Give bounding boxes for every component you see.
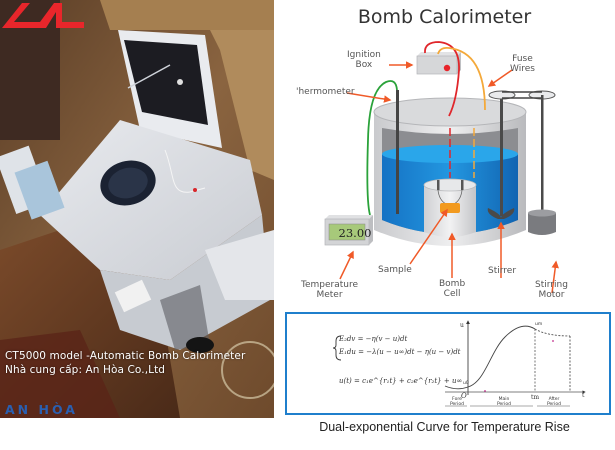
bomb-cell-top [423, 178, 477, 192]
equation-3: u(t) = c₁e^{r₁t} + c₂e^{r₂t} + u∞ [339, 377, 463, 385]
main-period-label: Main Period [492, 397, 516, 407]
green-thermometer-wire [366, 80, 398, 216]
temperature-curve [444, 325, 535, 389]
u0-label: u0 [463, 381, 469, 386]
arrow-sample [409, 208, 448, 265]
pulley-left [488, 90, 516, 100]
label-bomb-cell: Bomb Cell [439, 279, 465, 299]
photo-caption-supplier: Nhà cung cấp: An Hòa Co.,Ltd [5, 364, 166, 376]
label-fuse-wires: Fuse Wires [510, 54, 535, 74]
fore-period-label: Fore Period [447, 397, 467, 407]
temperature-rise-graph [444, 319, 586, 406]
ignition-box [416, 55, 458, 75]
side-panel [205, 230, 274, 300]
arrow-temperature-meter [339, 250, 354, 280]
y-axis-label: u [460, 322, 464, 329]
red-fuse-wire [424, 41, 460, 117]
equation-brace [332, 335, 342, 361]
curve-caption: Dual-exponential Curve for Temperature R… [319, 420, 570, 434]
fore-line2: Period [449, 402, 465, 407]
x-axis-label: t [582, 392, 585, 399]
label-fuse-line2: Wires [510, 64, 535, 74]
ignition-box-top [417, 52, 461, 56]
photo-caption-model: CT5000 model -Automatic Bomb Calorimeter [5, 350, 246, 362]
ignition-button [443, 64, 451, 72]
stirrer-blade [487, 208, 515, 219]
sample-crucible [440, 203, 460, 213]
fore-line1: Fore [452, 397, 462, 402]
instrument-body [40, 120, 262, 280]
after-line1: After [548, 397, 560, 402]
label-temperature-meter: Temperature Meter [301, 280, 358, 300]
label-stirrer: Stirrer [488, 266, 517, 276]
after-period-curve [534, 328, 570, 336]
arrow-thermometer [346, 92, 392, 103]
lid-inner [124, 40, 208, 125]
label-meter-line2: Meter [316, 290, 343, 300]
label-motor-line2: Motor [538, 290, 565, 300]
meter-side [369, 215, 373, 245]
calorimeter-illustration [324, 41, 559, 294]
arrow-fuse-wires [487, 69, 513, 87]
photo-scene [0, 0, 274, 418]
ignition-wire [164, 149, 206, 193]
lid-knob [177, 79, 183, 85]
label-stirring-motor: Stirring Motor [535, 280, 568, 300]
stirrer-shaft [500, 96, 503, 216]
label-ignition-line1: Ignition [347, 50, 381, 60]
arrow-stirring-motor [551, 260, 559, 294]
label-sticker [114, 279, 152, 313]
tm-label: tm [531, 394, 540, 401]
an-hoa-logo-mark [2, 3, 84, 28]
black-cable [186, 337, 214, 353]
lid-rod [127, 64, 171, 89]
label-meter-line1: Temperature [301, 280, 359, 290]
front-shadow [160, 285, 210, 350]
equation-1: E₂dv = −η(v − u)dt [339, 335, 408, 343]
motor-shaft [541, 95, 544, 213]
label-bomb-line1: Bomb [439, 279, 466, 289]
main-line1: Main [498, 397, 510, 402]
wall-panel [210, 30, 274, 180]
shelf-top [100, 0, 274, 30]
um-marker [551, 339, 554, 342]
red-clip [193, 188, 197, 192]
thermometer-probe [396, 90, 399, 214]
equation-2: E₁du = −λ(u − u∞)dt − η(u − v)dt [339, 348, 461, 356]
logo-mark-shape [2, 3, 84, 28]
display-panel [14, 160, 65, 220]
meter-top [325, 215, 373, 219]
electrode-right [461, 180, 464, 190]
bomb-calorimeter-diagram: Bomb Calorimeter [274, 0, 615, 450]
origin-label: O [461, 392, 467, 400]
label-thermometer: 'hermometer [296, 87, 355, 97]
meter-reading: 23.00 [338, 226, 372, 240]
temperature-curve-panel: E₂dv = −η(v − u)dt E₁du = −λ(u − u∞)dt −… [285, 312, 611, 415]
orange-fuse-wire [437, 46, 486, 111]
u0-marker [483, 389, 486, 392]
logo-text: AN HÒA [5, 402, 78, 417]
label-bomb-line2: Cell [443, 289, 461, 299]
tubing [221, 341, 274, 399]
label-fuse-line1: Fuse [512, 54, 533, 64]
after-period-label: After Period [543, 397, 565, 407]
product-photo: CT5000 model -Automatic Bomb Calorimeter… [0, 0, 274, 418]
motor-top [528, 209, 556, 217]
label-motor-line1: Stirring [535, 280, 568, 290]
after-line2: Period [546, 402, 562, 407]
label-sample: Sample [378, 265, 412, 275]
meter-display [328, 223, 366, 241]
label-ignition-line2: Box [355, 60, 373, 70]
label-ignition-box: Ignition Box [347, 50, 381, 70]
bucket-inner [108, 167, 148, 199]
stirring-motor [528, 213, 556, 235]
diagram-title: Bomb Calorimeter [357, 6, 532, 28]
main-line2: Period [496, 402, 512, 407]
electrode-left [437, 180, 440, 190]
um-label: um [535, 322, 543, 327]
floor-shadow [0, 330, 120, 418]
